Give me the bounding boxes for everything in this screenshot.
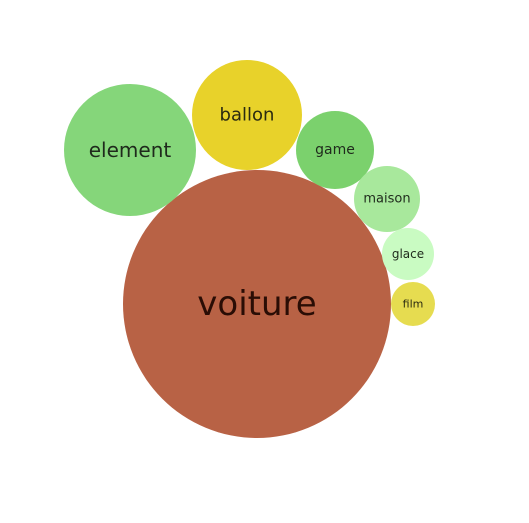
bubble-glace [382, 228, 434, 280]
bubble-label-ballon: ballon [220, 105, 275, 126]
bubble-label-game: game [315, 142, 355, 158]
bubble-film [391, 282, 435, 326]
bubble-label-maison: maison [363, 192, 410, 207]
bubble-game [296, 111, 374, 189]
bubble-maison [354, 166, 420, 232]
bubble-label-voiture: voiture [197, 284, 316, 324]
bubble-element [64, 84, 196, 216]
bubble-label-glace: glace [392, 247, 424, 261]
bubble-ballon [192, 60, 302, 170]
bubble-voiture [123, 170, 391, 438]
bubble-label-film: film [403, 298, 424, 311]
bubble-label-element: element [89, 138, 172, 162]
